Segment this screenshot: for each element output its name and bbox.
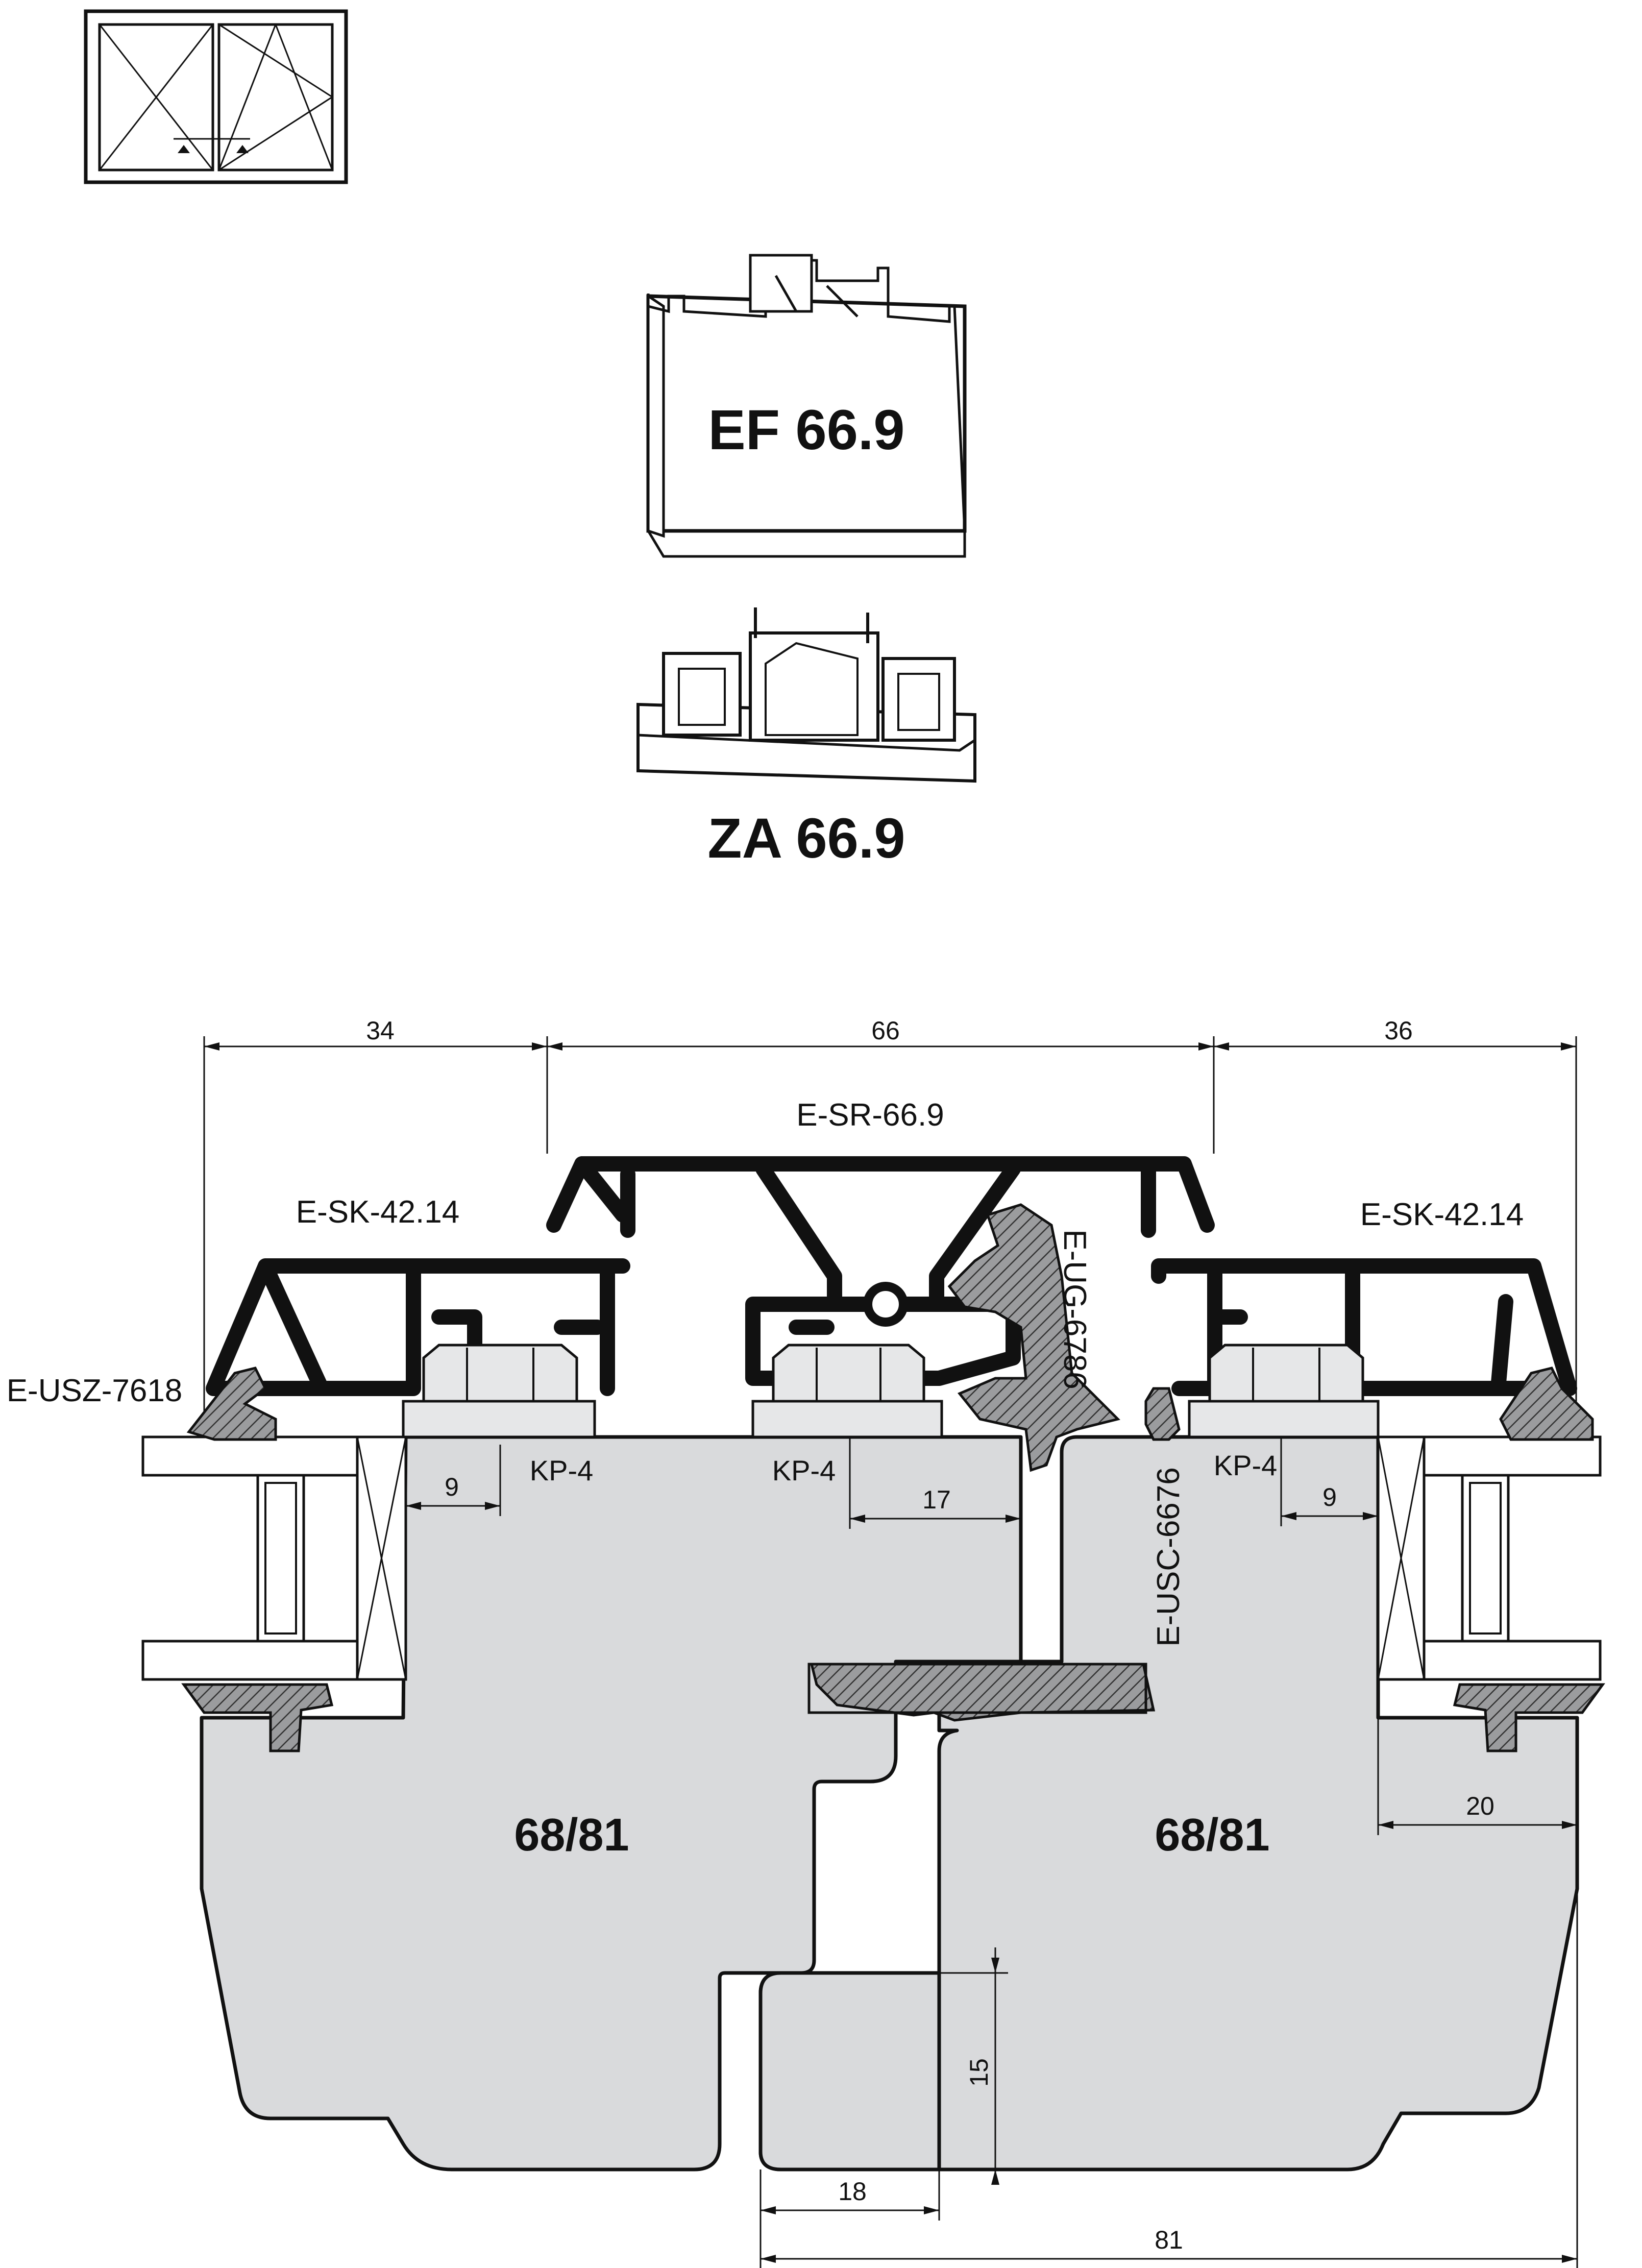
label-kp-4-right: KP-4 bbox=[1214, 1449, 1278, 1481]
gasket-usz-right bbox=[1499, 1367, 1594, 1441]
kp-clip-left bbox=[402, 1344, 596, 1438]
wood-frame-bottom bbox=[758, 1971, 941, 2172]
wood-label-right: 68/81 bbox=[1155, 1810, 1269, 1861]
glazing-right bbox=[1377, 1435, 1602, 1681]
glazing-left bbox=[141, 1435, 407, 1681]
wood-label-left: 68/81 bbox=[514, 1810, 629, 1861]
dimension-20: 20 bbox=[1377, 1718, 1577, 1835]
gasket-usz-left bbox=[186, 1367, 277, 1441]
dim-34: 34 bbox=[366, 1016, 395, 1045]
label-e-sr-66-9: E-SR-66.9 bbox=[796, 1098, 944, 1133]
label-e-usc-6676: E-USC-6676 bbox=[1151, 1467, 1186, 1646]
bottom-seal-right bbox=[1453, 1683, 1605, 1752]
bottom-seal-left bbox=[181, 1683, 334, 1752]
svg-text:9: 9 bbox=[445, 1473, 459, 1501]
svg-text:18: 18 bbox=[838, 2177, 867, 2206]
dimension-81: 81 bbox=[761, 1835, 1578, 2268]
kp-clip-right bbox=[1188, 1344, 1380, 1438]
ef-profile-label: EF 66.9 bbox=[708, 399, 904, 461]
dimension-9-left: 9 bbox=[406, 1445, 501, 1516]
svg-text:17: 17 bbox=[922, 1485, 951, 1514]
dimension-17: 17 bbox=[849, 1437, 1021, 1529]
dimension-9-right: 9 bbox=[1280, 1437, 1378, 1526]
label-e-sk-42-14-right: E-SK-42.14 bbox=[1360, 1197, 1524, 1232]
label-e-ug-6786: E-UG-6786 bbox=[1057, 1229, 1092, 1389]
cap-profile-right bbox=[1151, 1258, 1577, 1396]
svg-text:20: 20 bbox=[1466, 1792, 1494, 1820]
ef-cover-profile-drawing: EF 66.9 bbox=[646, 254, 967, 558]
za-adapter-drawing: ZA 66.9 bbox=[636, 607, 976, 870]
dimension-18: 18 bbox=[759, 2169, 940, 2268]
cap-profile-left bbox=[206, 1258, 630, 1396]
gasket-usc-6676 bbox=[1144, 1387, 1181, 1441]
centre-profile-sr bbox=[546, 1156, 1215, 1309]
label-e-sk-42-14-left: E-SK-42.14 bbox=[296, 1194, 460, 1230]
svg-text:9: 9 bbox=[1322, 1483, 1337, 1511]
window-elevation-icon bbox=[84, 9, 348, 184]
kp-clip-centre bbox=[751, 1344, 943, 1438]
dimension-15: 15 bbox=[939, 1947, 1008, 2185]
za-adapter-label: ZA 66.9 bbox=[707, 807, 905, 870]
gasket-bottom-centre bbox=[810, 1663, 1156, 1722]
label-e-usz-7618: E-USZ-7618 bbox=[7, 1373, 183, 1408]
svg-text:15: 15 bbox=[965, 2058, 993, 2087]
label-kp-4-centre: KP-4 bbox=[772, 1454, 836, 1486]
gasket-ug-6786 bbox=[947, 1203, 1120, 1472]
dim-36: 36 bbox=[1384, 1016, 1413, 1045]
svg-text:81: 81 bbox=[1155, 2226, 1183, 2254]
dim-66: 66 bbox=[871, 1016, 900, 1045]
top-dimensions: 34 66 36 bbox=[203, 1016, 1577, 1414]
label-kp-4-left: KP-4 bbox=[530, 1454, 594, 1486]
